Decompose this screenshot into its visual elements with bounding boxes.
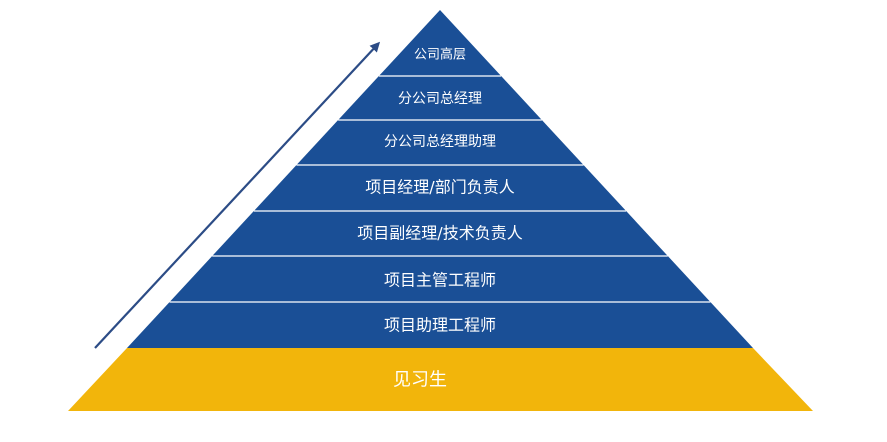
- level-label-trainee: 见习生: [393, 370, 447, 391]
- level-label-project-lead-engineer: 项目主管工程师: [384, 271, 496, 290]
- level-label-branch-gm-assistant: 分公司总经理助理: [384, 134, 496, 150]
- pyramid-base-tier: [68, 348, 813, 411]
- level-label-top-management: 公司高层: [414, 47, 466, 63]
- level-label-branch-general-manager: 分公司总经理: [398, 91, 482, 107]
- level-label-deputy-project-manager: 项目副经理/技术负责人: [357, 224, 522, 243]
- level-label-project-assistant-engineer: 项目助理工程师: [384, 316, 496, 335]
- tier-dividers: [169, 75, 711, 303]
- pyramid-upper-tiers: [127, 10, 753, 348]
- upward-progression-arrow: [94, 41, 381, 349]
- level-label-project-manager: 项目经理/部门负责人: [365, 178, 514, 197]
